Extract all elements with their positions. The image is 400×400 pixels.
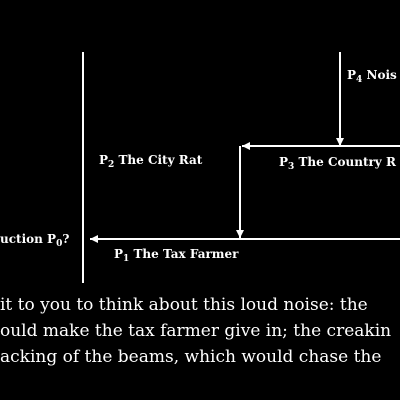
body-text-line-3: acking of the beams, which would chase t… (0, 347, 382, 367)
label-p3: P3 The Country R (279, 155, 397, 172)
body-text-line-2: ould make the tax farmer give in; the cr… (0, 321, 392, 341)
label-p1: P1 The Tax Farmer (114, 247, 239, 264)
label-p4: P4 Nois (347, 68, 397, 85)
label-p2: P2 The City Rat (99, 153, 203, 170)
body-text-line-1: it to you to think about this loud noise… (0, 295, 368, 315)
label-p0: uction P0? (0, 232, 69, 249)
